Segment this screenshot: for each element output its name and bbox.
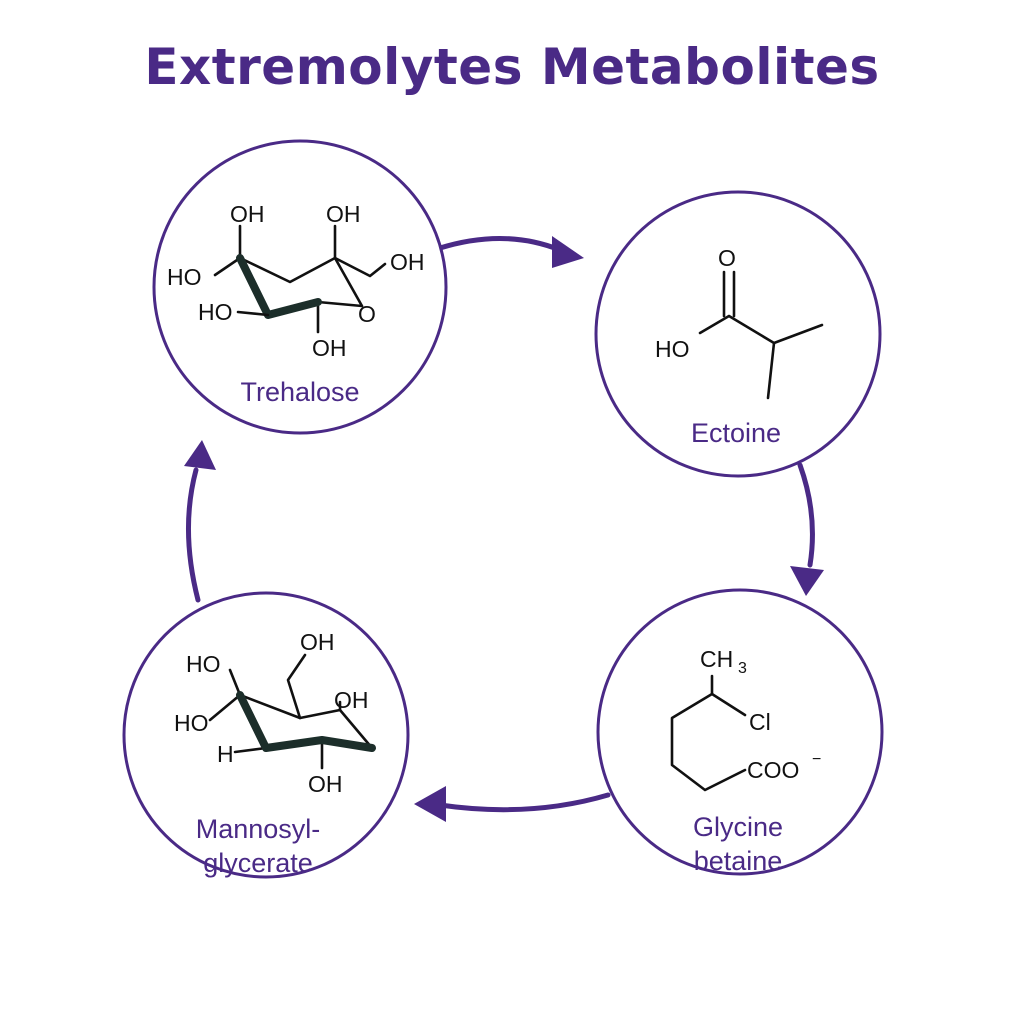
trehalose-atom-ho-2: HO: [198, 299, 233, 325]
trehalose-atom-oh-2: OH: [326, 201, 361, 227]
ectoine-atom-ho: HO: [655, 336, 690, 362]
glycine-betaine-label-line-1: Glycine: [693, 812, 783, 842]
ectoine-circle: [594, 190, 882, 478]
trehalose-atom-o: O: [358, 301, 376, 327]
trehalose-atom-oh-3: OH: [390, 249, 425, 275]
mannosylglycerate-atom-ho-1: HO: [186, 651, 221, 677]
mannosylglycerate-atom-oh-2: OH: [334, 687, 369, 713]
glycine-betaine-label-line-2: betaine: [694, 846, 783, 876]
mannosylglycerate-atom-oh-3: OH: [308, 771, 343, 797]
arrow-trehalose-to-ectoine: [437, 236, 584, 268]
ectoine-structure: O HO: [655, 245, 824, 400]
glycine-betaine-atom-charge: −: [812, 751, 821, 768]
ectoine-atom-o: O: [718, 245, 736, 271]
metabolite-glycine-betaine: CH 3 Cl COO − Glycine betaine: [596, 588, 884, 876]
trehalose-circle: [152, 139, 448, 435]
mannosylglycerate-atom-h: H: [217, 741, 234, 767]
mannosylglycerate-label-line-1: Mannosyl-: [196, 814, 321, 844]
mannosylglycerate-atom-oh-1: OH: [300, 629, 335, 655]
trehalose-atom-oh-1: OH: [230, 201, 265, 227]
metabolite-mannosylglycerate: OH HO OH HO H OH Mannosyl- glycerate: [122, 591, 410, 879]
metabolite-ectoine: O HO Ectoine: [594, 190, 882, 478]
arrow-mannosylglycerate-to-trehalose: [184, 440, 216, 603]
arrow-ectoine-to-glycine-betaine: [790, 462, 824, 596]
mannosylglycerate-structure: OH HO OH HO H OH: [174, 629, 376, 797]
glycine-betaine-atom-coo: COO: [747, 757, 799, 783]
trehalose-atom-oh-4: OH: [312, 335, 347, 361]
glycine-betaine-atom-ch: CH: [700, 646, 733, 672]
mannosylglycerate-label-line-2: glycerate: [203, 848, 313, 878]
trehalose-atom-ho-1: HO: [167, 264, 202, 290]
mannosylglycerate-circle: [122, 591, 410, 879]
ectoine-label: Ectoine: [691, 418, 781, 448]
trehalose-structure: OH OH HO OH HO O OH: [167, 201, 425, 361]
glycine-betaine-circle: [596, 588, 884, 876]
glycine-betaine-structure: CH 3 Cl COO −: [670, 646, 821, 792]
metabolite-trehalose: OH OH HO OH HO O OH Trehalose: [152, 139, 448, 435]
mannosylglycerate-atom-ho-2: HO: [174, 710, 209, 736]
arrow-glycine-betaine-to-mannosylglycerate: [414, 786, 611, 822]
trehalose-label: Trehalose: [240, 377, 359, 407]
glycine-betaine-atom-cl: Cl: [749, 709, 771, 735]
glycine-betaine-atom-subscript-3: 3: [738, 660, 747, 677]
cycle-arrows: [184, 236, 824, 822]
page-title: Extremolytes Metabolites: [144, 38, 880, 96]
